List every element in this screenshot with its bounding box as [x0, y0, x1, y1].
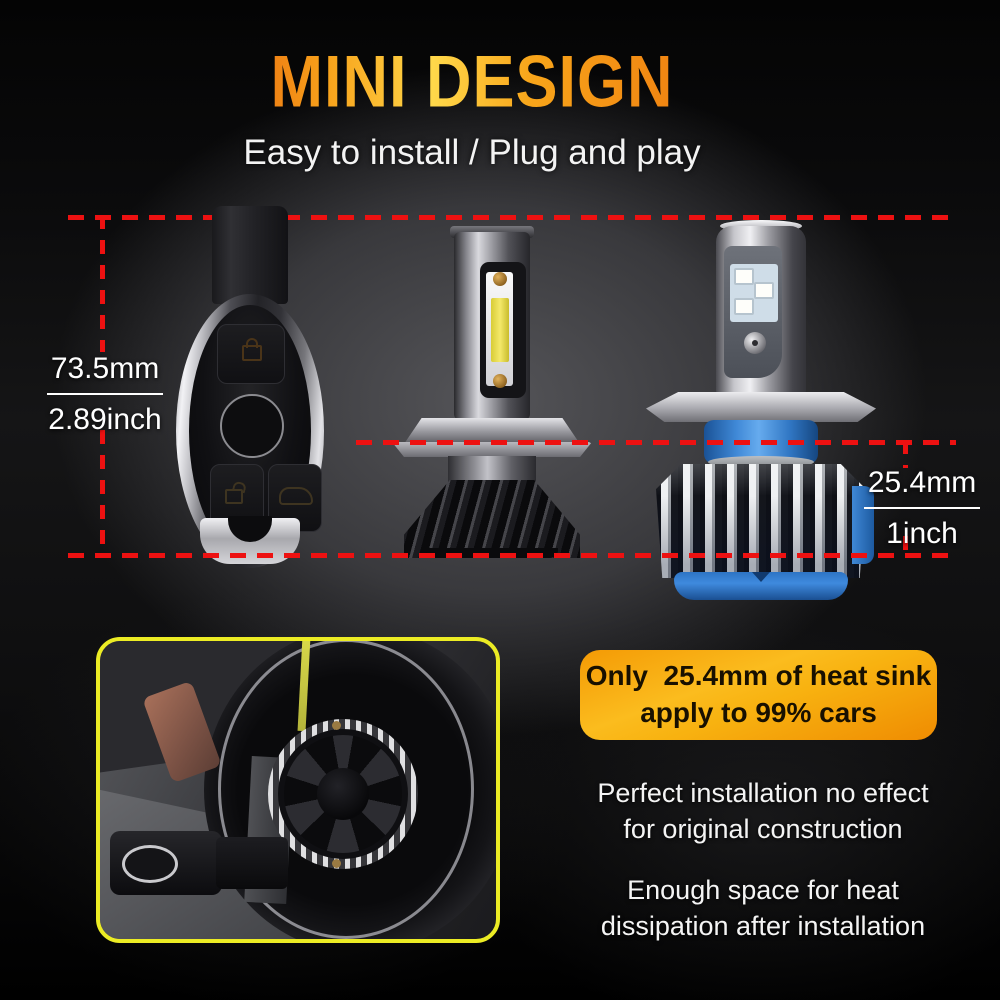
unlock-icon	[225, 489, 243, 504]
dimension-line-bottom	[68, 553, 956, 558]
bulb2-blue-side-tab	[852, 486, 874, 564]
key-blade-housing	[212, 206, 288, 304]
fan-screw-bottom	[332, 859, 341, 868]
bulb2-screw	[744, 332, 766, 354]
bulb1-mount-tabs	[392, 442, 592, 457]
header: MINI DESIGN Easy to install / Plug and p…	[228, 45, 716, 173]
bulb1-finned-heatsink	[404, 480, 580, 558]
bulb2-heatsink-shading	[656, 464, 866, 578]
callout-line-1: Only 25.4mm of heat sink	[585, 660, 932, 692]
callout-line-2: apply to 99% cars	[640, 697, 877, 728]
dimension-line-left-vertical-upper	[100, 215, 105, 352]
led-bulb-cob	[392, 226, 592, 558]
page-title: MINI DESIGN	[228, 45, 716, 119]
page-subtitle: Easy to install / Plug and play	[243, 133, 701, 172]
benefit-notes: Perfect installation no effect for origi…	[542, 776, 984, 945]
bulb2-base-notch	[752, 572, 770, 582]
heatsink-measurement: 25.4mm 1inch	[850, 466, 994, 551]
bulb2-ribbed-heatsink	[656, 464, 866, 578]
bulb2-mount-flange	[646, 392, 876, 422]
note-heat-line-1: Enough space for heat	[627, 875, 899, 906]
headlight-installation-photo	[96, 637, 500, 943]
cob-led-strip	[491, 298, 509, 362]
lock-icon	[242, 338, 262, 361]
dimension-line-right-vertical-lower	[903, 536, 908, 558]
heatsink-callout-box: Only 25.4mm of heat sink apply to 99% ca…	[580, 650, 937, 740]
dimension-line-left-vertical-lower	[100, 430, 105, 556]
height-metric-value: 73.5mm	[46, 352, 164, 395]
bulb1-mount-flange	[404, 418, 580, 444]
note-installation-line-2: for original construction	[623, 813, 903, 844]
dimension-line-right-vertical-upper	[903, 440, 908, 468]
led-bulb-blue	[646, 220, 876, 600]
note-heat-dissipation: Enough space for heat dissipation after …	[542, 873, 984, 944]
led-chip	[734, 268, 754, 285]
bulb1-screw-top	[493, 272, 507, 286]
dimension-line-top	[68, 215, 956, 220]
heatsink-metric-value: 25.4mm	[863, 466, 981, 509]
led-chip	[734, 298, 754, 315]
opening-rim	[218, 641, 474, 939]
note-heat-line-2: dissipation after installation	[600, 910, 926, 941]
car-key-remote	[176, 206, 324, 568]
note-installation: Perfect installation no effect for origi…	[542, 776, 984, 847]
height-measurement: 73.5mm 2.89inch	[38, 352, 172, 437]
dimension-line-middle	[356, 440, 956, 445]
key-panic-button	[220, 394, 284, 458]
key-lock-button	[217, 324, 285, 384]
note-installation-line-1: Perfect installation no effect	[597, 778, 929, 808]
led-chip	[754, 282, 774, 299]
connector-socket	[122, 845, 178, 883]
heatsink-imperial-value: 1inch	[886, 517, 958, 550]
trunk-icon	[279, 487, 313, 505]
height-imperial-value: 2.89inch	[48, 403, 162, 436]
connector-arm	[216, 837, 288, 889]
fan-screw-top	[332, 721, 341, 730]
bulb1-neck	[448, 456, 536, 482]
fan-hub	[317, 768, 369, 820]
bulb1-screw-bottom	[493, 374, 507, 388]
